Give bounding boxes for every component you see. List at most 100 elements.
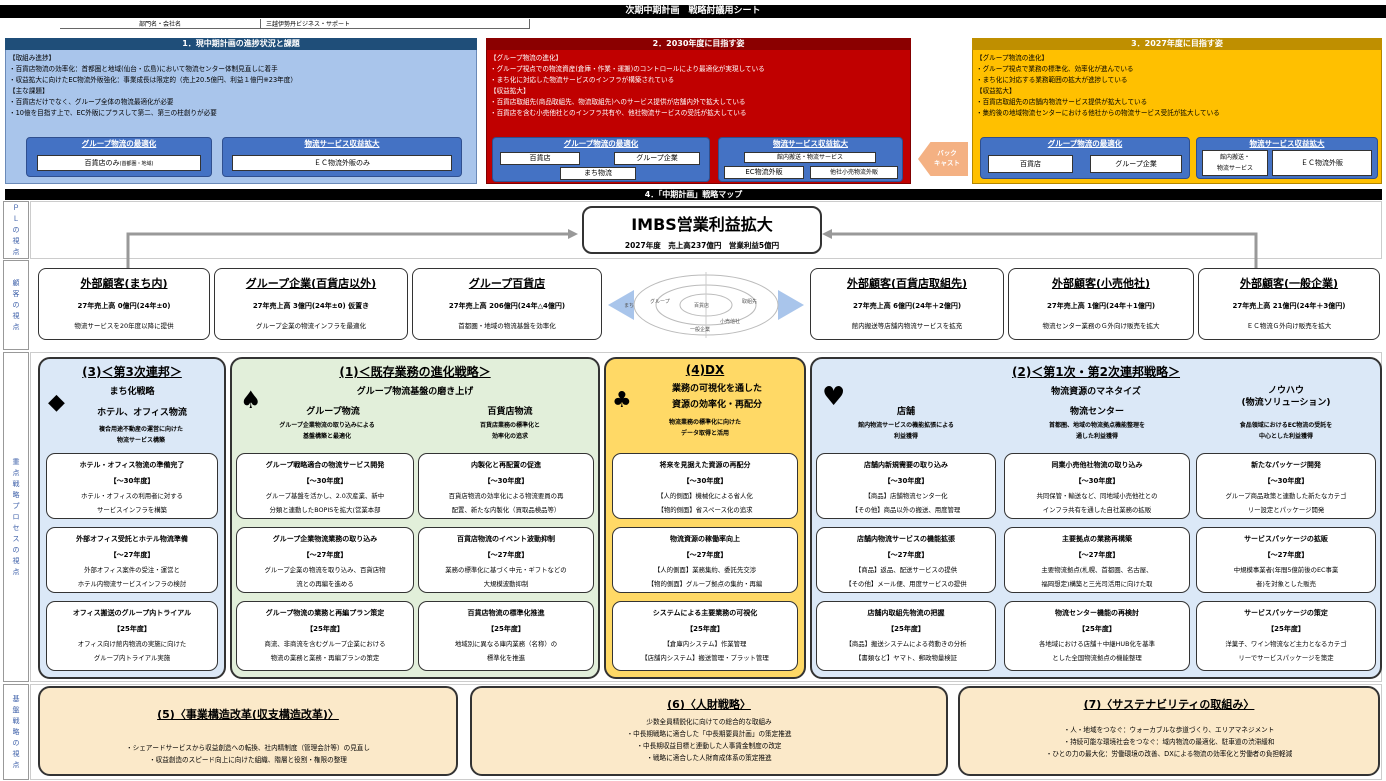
side-process: 重点戦略プロセスの視点 <box>3 352 29 682</box>
s2-col-knowhow-title: ノウハウ (物流ソリューション) <box>1241 386 1331 408</box>
center-diagram <box>608 272 804 338</box>
strategy-1-heading: (1)＜既存業務の進化戦略＞ <box>339 365 491 379</box>
s1b-card-3: 百貨店物流の標準化推進【25年度】地域別に異なる庫内業務（名称）の標準化を推進 <box>418 601 594 671</box>
sheet-title: 次期中期計画 戦略討議用シート <box>0 5 1386 18</box>
strategy-4-heading: (4)DX <box>685 363 725 377</box>
customer-town: 外部顧客(まち内)27年売上高 0億円(24年±0)物流サービスを20年度以降に… <box>38 268 210 340</box>
base-6-line-3: ・中長期収益目標と連動した人事賃金制度の改定 <box>636 742 782 750</box>
diagram-label-partner: 取組先 <box>742 299 758 305</box>
s1a-card-2: グループ企業物流業務の取り込み【～27年度】グループ企業の物流を取り込み、百貨店… <box>236 527 414 593</box>
base-5-line-2: ・収益創造のスピード向上に向けた組織、階層と役割・権限の整理 <box>149 756 347 764</box>
s2-knowhow-card-3: サービスパッケージの策定【25年度】洋菓子、ワイン物流など主力となるカテゴリーで… <box>1196 601 1376 671</box>
diagram-label-general: 一般企業 <box>690 327 711 333</box>
s1-col-b-title: 百貨店物流 <box>487 407 533 417</box>
s2-col-center-desc: 首都圏、地域の物流拠点機能整理を 通した利益獲得 <box>1048 422 1145 440</box>
goal-box: IMBS営業利益拡大 2027年度 売上高237億円 営業利益5億円 <box>582 206 822 254</box>
sec2-item-retail: 他社小売物流外販 <box>810 166 898 179</box>
goal-title: IMBS営業利益拡大 <box>631 215 773 234</box>
base-6-line-2: ・中長期戦略に適合した「中長期要員計画」の策定推進 <box>626 730 792 738</box>
goal-subtitle: 2027年度 売上高237億円 営業利益5億円 <box>624 241 780 250</box>
club-icon: ♣ <box>612 388 632 413</box>
s1b-card-1: 内製化と再配置の促進【～30年度】百貨店物流の効率化による物流要員の再配置、新た… <box>418 453 594 519</box>
s4-card-2: 物流資源の稼働率向上【～27年度】【人的側面】業務集約、委託先交渉【物的側面】グ… <box>612 527 798 593</box>
diagram-label-retail: 小売他社 <box>720 319 741 325</box>
s4-card-1: 将来を見据えた資源の再配分【～30年度】【人的側面】機械化による省人化【物的側面… <box>612 453 798 519</box>
sec3-item-inhouse: 館内搬送・ 物流サービス <box>1202 150 1268 176</box>
s1a-card-1: グループ戦略適合の物流サービス開発【～30年度】グループ基盤を活かし、2.0次産… <box>236 453 414 519</box>
sec3-item-ec: ＥＣ物流外販 <box>1272 150 1372 176</box>
section-1-header: 1．現中期計画の進捗状況と課題 <box>5 38 477 50</box>
base-7-line-3: ・ひとの力の最大化：労働環境の改善、DXによる物流の効率化と労働者の負担軽減 <box>1045 750 1293 758</box>
s1-col-a-title: グループ物流 <box>306 407 360 417</box>
diagram-label-group: グループ <box>650 299 670 305</box>
customer-other-retail: 外部顧客(小売他社)27年売上高 1億円(24年＋1億円)物流センター業務のＧ外… <box>1008 268 1194 340</box>
base-5-box: (5)〈事業構造改革(収支構造改革)〉 ・シェアードサービスから収益創造への転換… <box>38 686 458 776</box>
strategy-3-sub2: ホテル、オフィス物流 <box>97 408 187 418</box>
s2-col-center-title: 物流センター <box>1069 407 1124 417</box>
diagram-label-town: まち <box>624 303 635 309</box>
sec2-item-ec: EC物流外販 <box>724 166 804 179</box>
s3-card-2: 外部オフィス受託とホテル物流準備【～27年度】外部オフィス案件の受注・運営とホテ… <box>46 527 218 593</box>
base-5-line-1: ・シェアードサービスから収益創造への転換、社内精制度（管理会計等）の見直し <box>126 744 370 752</box>
base-area-bg <box>30 684 1382 780</box>
dept-label: 部門名・会社名 <box>60 19 260 29</box>
base-6-line-1: 少数全員精鋭化に向けての総合的な取組み <box>646 718 772 726</box>
strategy-1-sub: グループ物流基盤の磨き上げ <box>356 387 474 397</box>
s2-knowhow-card-2: サービスパッケージの拡販【～27年度】中規模事業者(年間5億前後のEC事業者)を… <box>1196 527 1376 593</box>
base-7-box: (7)〈サステナビリティの取組み〉 ・人・地域をつなぐ：ウォーカブルな歩道づくり… <box>958 686 1380 776</box>
customer-general-company: 外部顧客(一般企業)27年売上高 21億円(24年＋3億円)ＥＣ物流Ｇ外向け販売… <box>1198 268 1380 340</box>
base-7-line-1: ・人・地域をつなぐ：ウォーカブルな歩道づくり、エリアマネジメント <box>1063 726 1275 734</box>
dept-value: 三越伊勢丹ビジネス・サポート <box>260 19 530 29</box>
customer-dept-partners: 外部顧客(百貨店取組先)27年売上高 6億円(24年＋2億円)館内搬送等店舗内物… <box>810 268 1004 340</box>
s2-center-card-3: 物流センター機能の再検討【25年度】各地域における店舗＋中継HUB化を基準とした… <box>1004 601 1190 671</box>
sec3-item-dept: 百貨店 <box>988 155 1073 173</box>
s2-center-card-2: 主要拠点の業務再構築【～27年度】主要物流拠点(札幌、首都圏、名古屋、福岡想定)… <box>1004 527 1190 593</box>
spade-icon: ♠ <box>240 386 262 414</box>
section-2-text: 【グループ物流の進化】・グループ視点での物流資産(倉庫・作業・運搬)のコントロー… <box>490 54 765 117</box>
s1-col-b-desc: 百貨店業務の標準化と 効率化の追求 <box>479 422 540 440</box>
strategy-4-desc: 物流業務の標準化に向けた データ取得と活用 <box>668 419 741 437</box>
base-7-heading: (7)〈サステナビリティの取組み〉 <box>1083 698 1255 711</box>
strategy-3-desc: 複合用途不動産の運営に向けた 物流サービス構築 <box>98 426 183 444</box>
s2-store-card-3: 店舗内取組先物流の把握【25年度】【商品】搬送システムによる荷動きの分析【書類な… <box>816 601 996 671</box>
s2-col-store-desc: 館内物流サービスの機能拡張による 利益獲得 <box>858 422 954 440</box>
strategy-4-sub: 業務の可視化を通した 資源の効率化・再配分 <box>671 384 762 410</box>
base-6-box: (6)〈人財戦略〉 少数全員精鋭化に向けての総合的な取組み ・中長期戦略に適合し… <box>470 686 948 776</box>
section-3-text: 【グループ物流の進化】・グループ視点で業務の標準化、効率化が進んでいる・まち化に… <box>976 54 1220 117</box>
strategy-3-sub: まち化戦略 <box>109 387 155 397</box>
strategy-3-heading: (3)＜第3次連邦＞ <box>82 365 182 379</box>
sec1-ec-only: ＥＣ物流外販のみ <box>232 155 452 171</box>
side-pl: ＰＬの視点 <box>3 201 29 259</box>
s1-col-a-desc: グループ企業物流の取り込みによる 基盤構築と最適化 <box>279 422 375 440</box>
pl-row-bg <box>30 201 1382 259</box>
base-6-line-4: ・戦略に適合した人財育成体系の策定推進 <box>646 754 772 762</box>
s3-card-1: ホテル・オフィス物流の準備完了【～30年度】ホテル・オフィスの利用者に対するサー… <box>46 453 218 519</box>
s4-card-3: システムによる主要業務の可視化【25年度】【倉庫内システム】作業管理【店舗内シス… <box>612 601 798 671</box>
side-base: 基盤戦略の視点 <box>3 684 29 780</box>
s2-center-card-1: 同業小売他社物流の取り込み【～30年度】共同保管・輸送など、同地域小売他社とのイ… <box>1004 453 1190 519</box>
base-7-line-2: ・持続可能な環境社会をつなぐ：域内物流の最適化、駐車道の渋滞緩和 <box>1063 738 1275 746</box>
base-5-heading: (5)〈事業構造改革(収支構造改革)〉 <box>157 708 339 721</box>
s2-store-card-1: 店舗内新規需要の取り込み【～30年度】【商品】店舗物流センター化【その他】商品以… <box>816 453 996 519</box>
s2-col-store-title: 店舗 <box>896 407 915 417</box>
section-4-header: 4．「中期計画」戦略マップ <box>5 189 1382 200</box>
strategy-2-heading: (2)＜第1次・第2次連邦戦略＞ <box>1011 365 1181 379</box>
sec2-item-dept: 百貨店 <box>500 152 580 165</box>
sec3-item-group: グループ企業 <box>1090 155 1182 173</box>
s1b-card-2: 百貨店物流のイベント波動抑制【～27年度】業務の標準化に基づく中元・ギフトなどの… <box>418 527 594 593</box>
s2-store-card-2: 店舗内物流サービスの機能拡張【～27年度】【商品】返品、配送サービスの提供【その… <box>816 527 996 593</box>
heart-icon: ♥ <box>822 382 846 412</box>
sec1-dept-store-only: 百貨店のみ(首都圏・地域) <box>37 155 201 171</box>
sec2-item-group: グループ企業 <box>614 152 700 165</box>
side-customer: 顧客の視点 <box>3 260 29 350</box>
s2-knowhow-card-1: 新たなパッケージ開発【～30年度】グループ商品政策と連動した新たなカテゴリー設定… <box>1196 453 1376 519</box>
s1a-card-3: グループ物流の業務と再編プラン策定【25年度】商流、非商流を含むグループ企業にお… <box>236 601 414 671</box>
sec2-item-inhouse: 館内搬送・物流サービス <box>744 152 876 163</box>
s2-col-knowhow-desc: 食品領域におけるEC物流の受託を 中心とした利益獲得 <box>1239 422 1333 440</box>
section-2-header: 2．2030年度に目指す姿 <box>486 38 911 50</box>
s3-card-3: オフィス搬送のグループ内トライアル【25年度】オフィス向け館内物流の実施に向けた… <box>46 601 218 671</box>
sec2-item-town: まち物流 <box>560 167 636 180</box>
section-1-text: 【取組み進捗】・百貨店物流の効率化：首都圏と地域(仙台・広島)において物流センタ… <box>9 54 297 117</box>
